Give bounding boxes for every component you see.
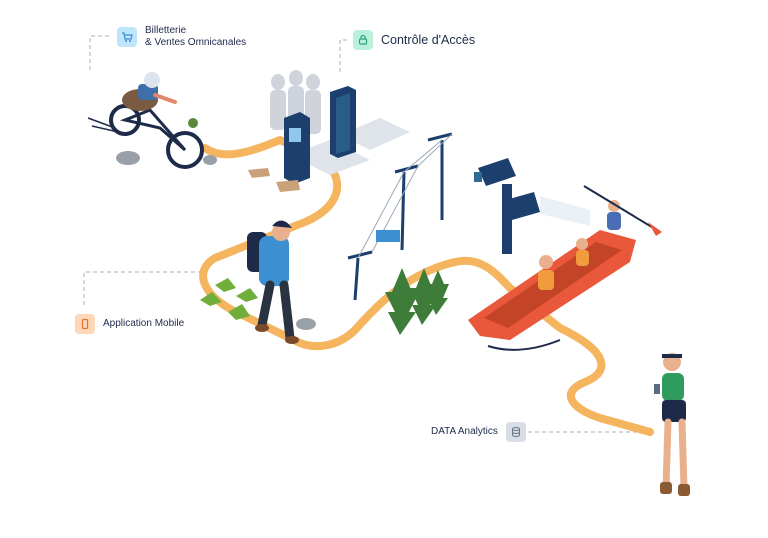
woman-with-phone <box>654 353 690 496</box>
ticketing-label: Billetterie & Ventes Omnicanales <box>117 25 246 49</box>
ticketing-badge <box>117 27 137 47</box>
ticketing-line2: & Ventes Omnicanales <box>145 37 246 49</box>
mountain-biker <box>88 72 217 167</box>
access-text: Contrôle d'Accès <box>381 34 475 46</box>
connector-lines <box>84 36 650 432</box>
analytics-badge <box>506 422 526 442</box>
analytics-label: DATA Analytics <box>431 422 526 442</box>
phone-icon <box>79 318 91 330</box>
security-cameras <box>474 158 590 254</box>
database-icon <box>510 426 522 438</box>
cart-icon <box>121 31 133 43</box>
access-badge <box>353 30 373 50</box>
ticketing-text: Billetterie & Ventes Omnicanales <box>145 25 246 49</box>
mobile-badge <box>75 314 95 334</box>
access-label: Contrôle d'Accès <box>353 30 475 50</box>
analytics-text: DATA Analytics <box>431 426 498 438</box>
hiker <box>247 220 316 344</box>
ticketing-line1: Billetterie <box>145 25 246 37</box>
mobile-text: Application Mobile <box>103 318 184 330</box>
mobile-label: Application Mobile <box>75 314 184 334</box>
lock-icon <box>357 34 369 46</box>
